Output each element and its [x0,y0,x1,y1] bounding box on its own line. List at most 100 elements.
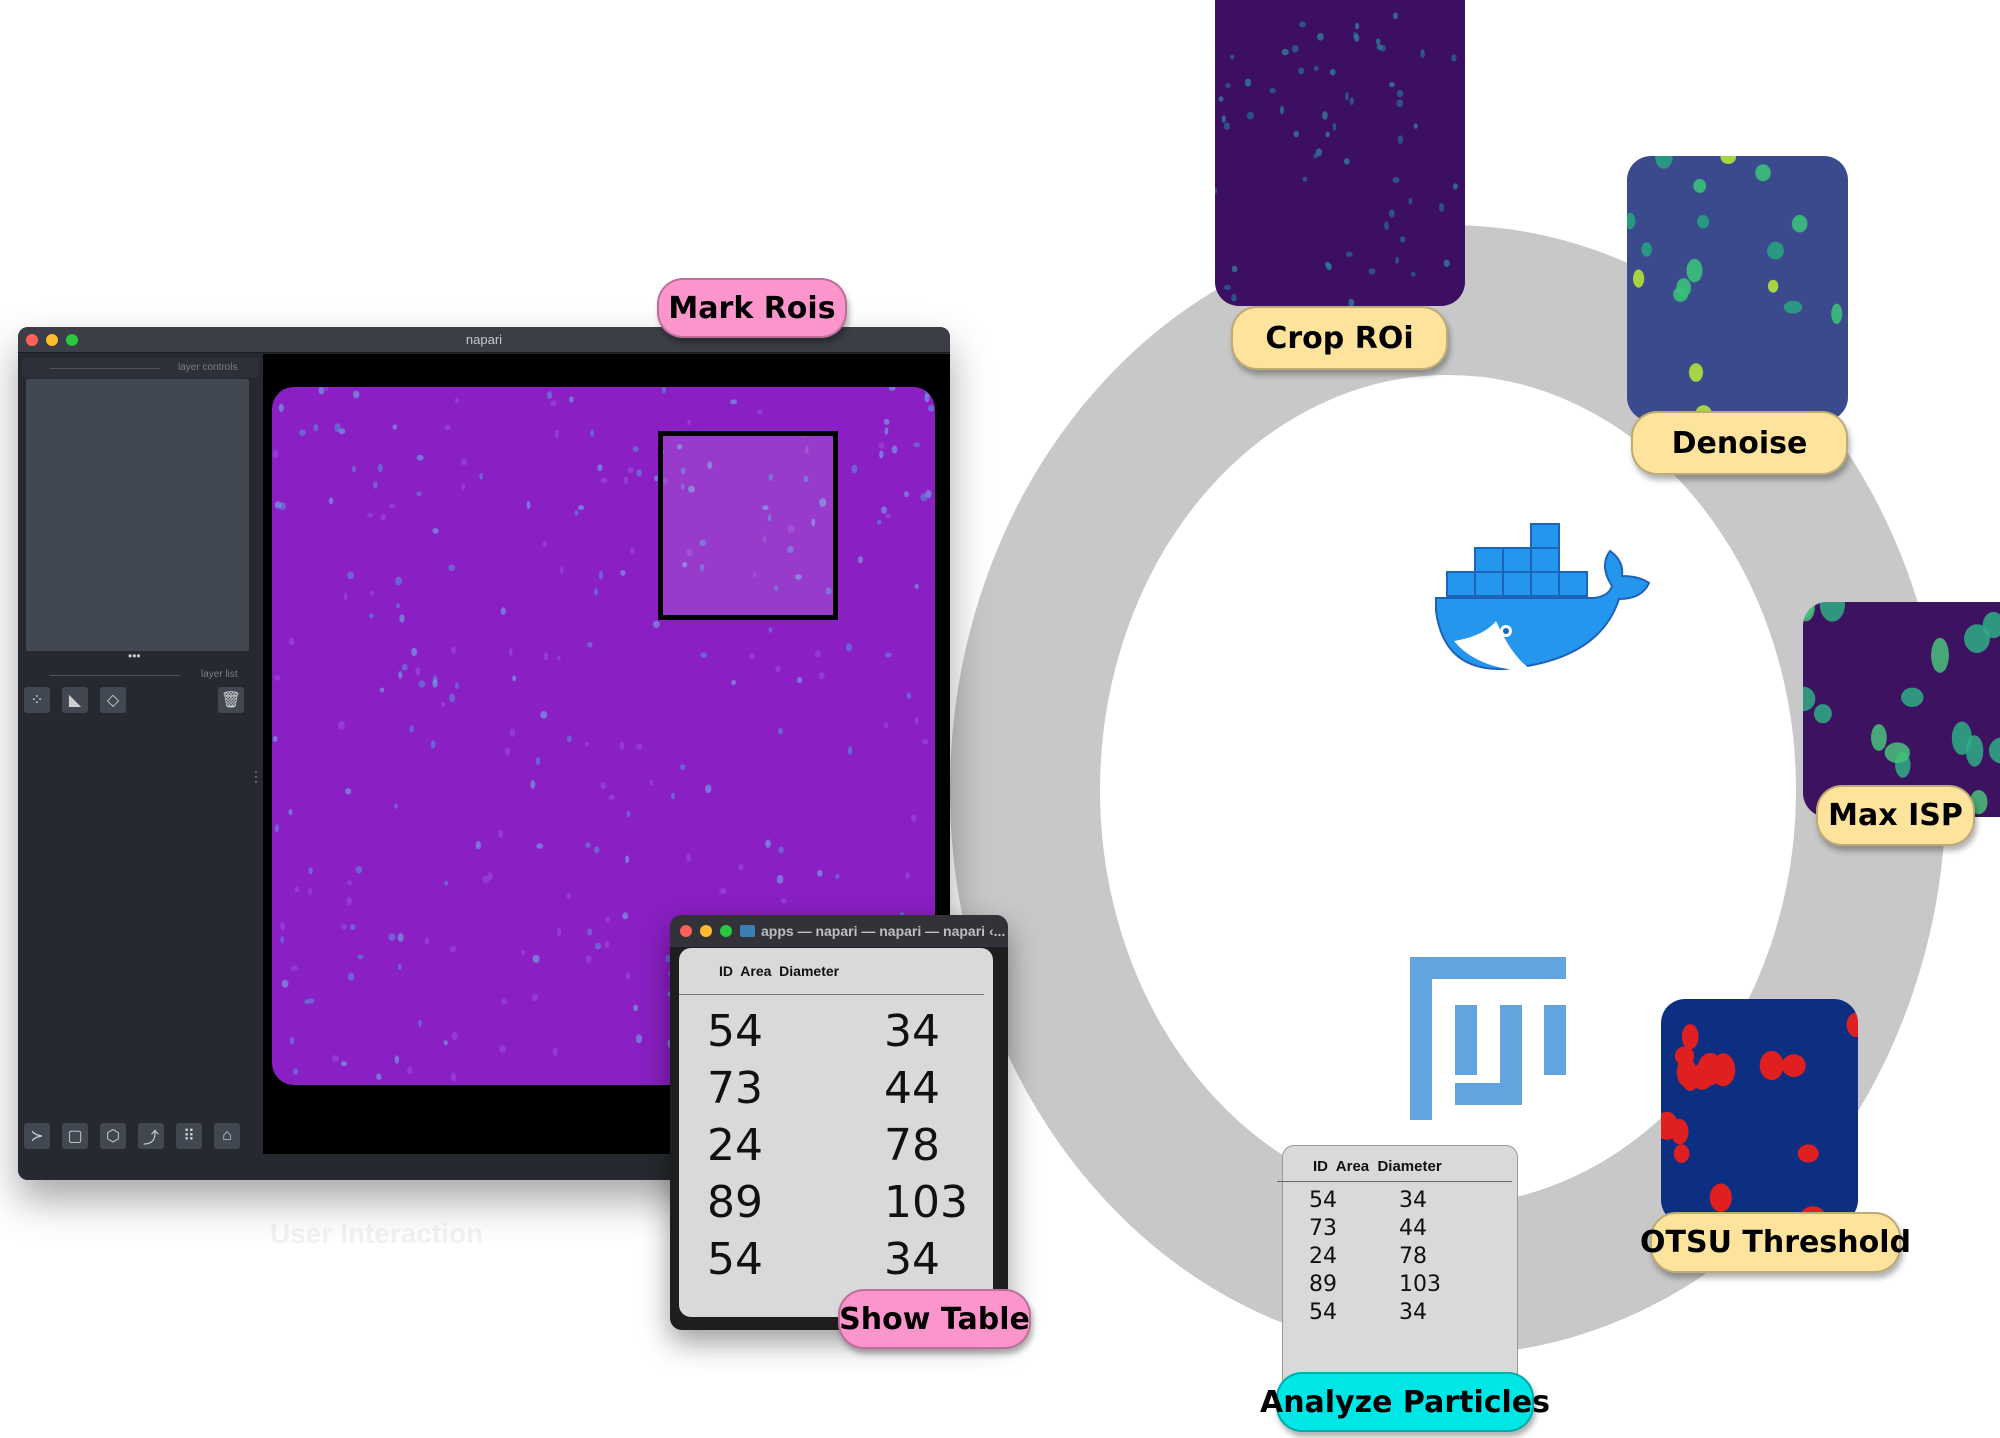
cell-spot [914,583,919,589]
cell-spot [1767,241,1784,260]
minimize-button[interactable] [700,925,712,937]
cell-spot [574,509,579,516]
cell-spot [578,504,585,511]
cell-spot [594,942,602,950]
cell-spot [884,652,892,658]
otsu-label: OTSU Threshold [1640,1212,1911,1273]
cell-spot [719,888,727,895]
cell-spot [373,481,378,489]
cell-spot [1322,111,1328,120]
cell-spot [401,664,408,671]
cell-spot [1400,236,1406,243]
cell-spot [394,803,398,809]
cell-spot [501,998,508,1005]
splitter-handle[interactable]: ••• [128,649,141,663]
table-cell: 103 [884,1177,968,1228]
crop-roi-image [1215,0,1465,306]
folder-icon [740,925,755,937]
roll-dims-button[interactable]: ⬡ [100,1123,126,1149]
close-button[interactable] [680,925,692,937]
cell-spot [818,671,825,680]
close-button[interactable] [26,333,38,346]
cell-spot [1697,215,1710,229]
cell-spot [450,646,457,655]
cell-spot [811,518,816,527]
cell-spot [556,927,562,937]
new-points-layer-button[interactable]: ⁘ [24,687,50,713]
cell-spot [1384,221,1389,231]
cell-spot [1797,1144,1819,1163]
cell-spot [351,465,357,473]
maximize-button[interactable] [66,333,78,346]
cell-spot [332,1055,339,1063]
cell-spot [904,491,909,498]
cell-spot [407,1066,413,1075]
delete-layer-button[interactable]: 🗑 [218,687,244,713]
cell-spot [504,747,511,756]
maximize-button[interactable] [720,925,732,937]
cell-spot [1791,214,1808,233]
cell-spot [1313,65,1319,71]
cell-spot [700,652,708,658]
cell-spot [1846,1012,1858,1037]
cell-spot [1884,742,1910,763]
cell-spot [343,592,348,601]
cell-spot [479,473,483,480]
cell-spot [355,866,363,874]
cell-spot [1755,164,1771,182]
cell-spot [688,485,695,493]
cell-spot [776,874,784,884]
table-cell: 54 [707,1234,763,1285]
cell-spot [921,739,929,745]
cell-spot [308,887,312,895]
cell-spot [543,652,548,661]
cell-spot [598,570,603,580]
cell-spot [1281,48,1289,56]
cell-spot [274,824,279,833]
home-button[interactable]: ⌂ [214,1123,240,1149]
cell-spot [1317,33,1324,41]
console-button[interactable]: ≻ [24,1123,50,1149]
cell-spot [1397,135,1404,144]
analyze-particles-label: Analyze Particles [1260,1372,1550,1432]
cell-spot [876,519,882,525]
cell-spot [707,461,713,470]
cell-spot [585,842,591,848]
cell-spot [884,427,889,435]
new-labels-layer-button[interactable]: ◇ [100,687,126,713]
panel-resize-handle[interactable]: ··· [254,764,258,788]
cell-spot [530,780,536,789]
cell-spot [632,446,639,453]
cell-spot [388,933,396,941]
grid-button[interactable]: ⠿ [176,1123,202,1149]
cell-spot [1781,1054,1806,1077]
cell-spot [1633,269,1645,288]
cell-spot [680,467,686,474]
new-shapes-layer-button[interactable]: ◣ [62,687,88,713]
cell-spot [1709,1183,1732,1212]
ndisplay-button[interactable]: ▢ [62,1123,88,1149]
cell-spot [1280,105,1284,115]
cell-spot [927,404,935,412]
cell-spot [814,650,822,658]
cell-spot [1293,130,1299,138]
cell-spot [594,846,600,854]
otsu-image [1661,999,1858,1224]
cell-spot [338,720,345,730]
cell-spot [1343,158,1350,165]
cell-spot [1670,1118,1689,1145]
cell-spot [509,728,516,737]
table-cell: 34 [1399,1188,1427,1213]
minimize-button[interactable] [46,333,58,346]
cell-spot [1673,1144,1690,1163]
cell-spot [455,682,459,689]
cell-spot [531,993,538,1002]
transpose-button[interactable]: ⤴ [138,1123,164,1149]
roi-rectangle[interactable] [658,431,838,620]
cell-spot [432,679,438,688]
cell-spot [795,574,802,580]
window-title: apps — napari — napari — napari ‹... [761,923,1006,939]
cell-spot [323,387,329,392]
cell-spot [1325,131,1330,138]
